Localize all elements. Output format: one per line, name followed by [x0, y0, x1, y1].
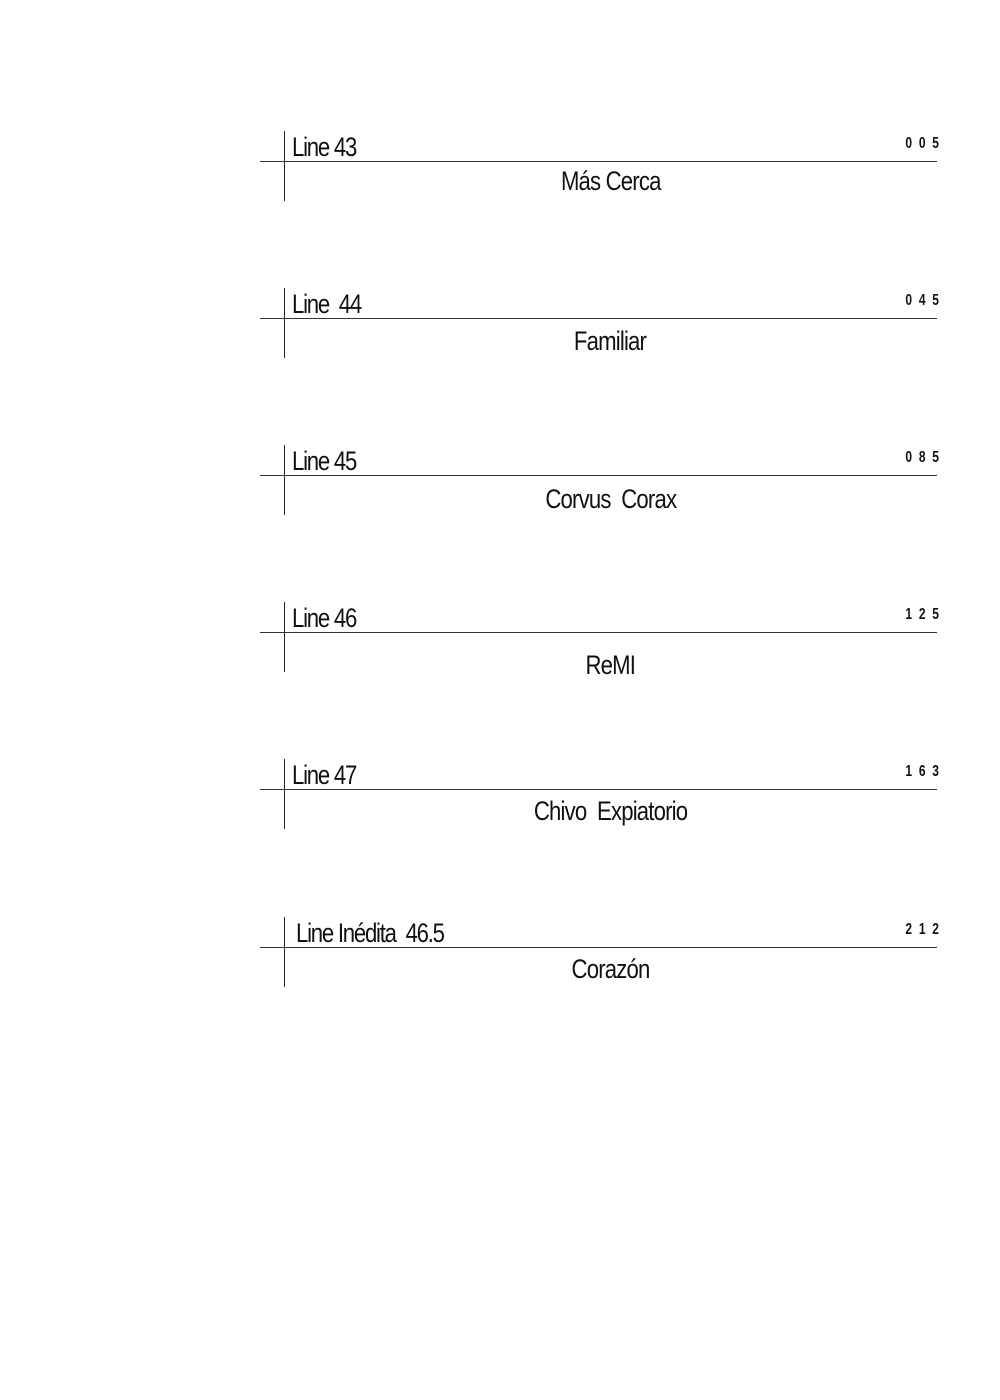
toc-entry: Line 44 045 Familiar — [260, 288, 939, 360]
toc-entry: Line 45 085 Corvus Corax — [260, 445, 939, 517]
chapter-title-text: Familiar — [574, 326, 647, 356]
chapter-number: Line 44 — [292, 289, 362, 319]
horizontal-divider — [260, 632, 937, 634]
chapter-title-text: Corazón — [571, 954, 651, 984]
chapter-number: Line Inédita 46.5 — [296, 918, 445, 948]
chapter-number: Line 45 — [292, 446, 357, 476]
horizontal-divider — [260, 789, 937, 791]
page-number: 163 — [905, 763, 946, 780]
page-number: 212 — [905, 921, 946, 938]
vertical-divider — [284, 445, 286, 515]
vertical-divider — [284, 917, 286, 987]
page-number: 085 — [905, 449, 946, 466]
horizontal-divider — [260, 475, 937, 477]
page-number: 005 — [905, 135, 946, 152]
page-number: 125 — [905, 606, 946, 623]
toc-entry: Line 43 005 Más Cerca — [260, 131, 939, 203]
horizontal-divider — [260, 161, 937, 163]
chapter-title: Chivo Expiatorio — [284, 795, 937, 827]
vertical-divider — [284, 759, 286, 829]
horizontal-divider — [260, 318, 937, 320]
vertical-divider — [284, 602, 286, 672]
chapter-number: Line 47 — [292, 760, 357, 790]
chapter-number: Line 43 — [292, 132, 357, 162]
toc-entry: Line Inédita 46.5 212 Corazón — [260, 917, 939, 989]
chapter-title: Más Cerca — [284, 165, 937, 197]
chapter-title-text: Más Cerca — [560, 166, 661, 196]
chapter-title: Corazón — [284, 953, 937, 985]
toc-entry: Line 47 163 Chivo Expiatorio — [260, 759, 939, 831]
page-number: 045 — [905, 292, 946, 309]
toc-entry: Line 46 125 ReMI — [260, 602, 939, 680]
chapter-title: Familiar — [284, 325, 937, 357]
chapter-title: Corvus Corax — [284, 483, 937, 515]
chapter-number: Line 46 — [292, 603, 357, 633]
chapter-title-text: ReMI — [585, 650, 636, 680]
vertical-divider — [284, 131, 286, 201]
horizontal-divider — [260, 947, 937, 949]
chapter-title-text: Corvus Corax — [545, 484, 677, 514]
chapter-title: ReMI — [284, 649, 937, 681]
vertical-divider — [284, 288, 286, 358]
chapter-title-text: Chivo Expiatorio — [533, 796, 688, 826]
